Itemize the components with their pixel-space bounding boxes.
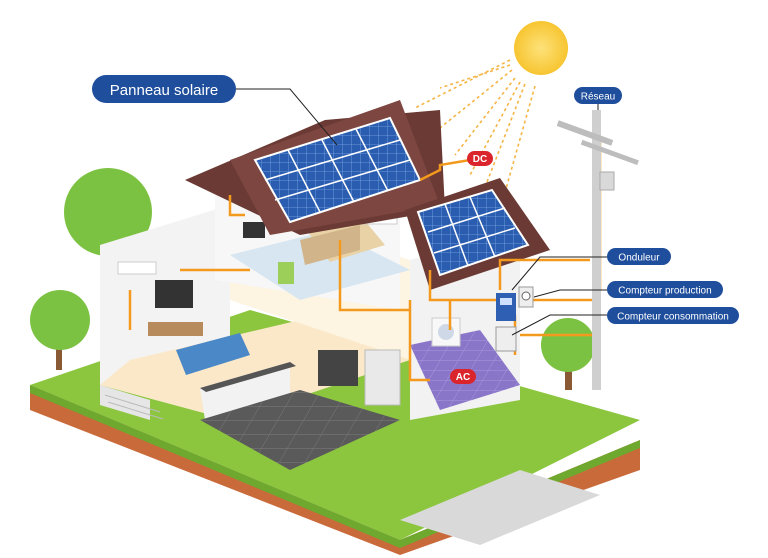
label-panneau-solaire-text: Panneau solaire <box>110 82 218 99</box>
computer <box>243 222 265 238</box>
fridge <box>364 349 401 406</box>
electric-wires <box>128 140 602 382</box>
label-compteur-production: Compteur production <box>607 281 723 298</box>
stairs <box>100 385 164 420</box>
inverter-device <box>496 293 516 321</box>
kitchen-counter <box>200 362 290 420</box>
production-meter-device <box>518 286 534 308</box>
label-compteur-consommation-text: Compteur consommation <box>617 312 729 323</box>
sun <box>514 21 568 75</box>
label-reseau: Réseau <box>574 87 622 104</box>
label-compteur-consommation: Compteur consommation <box>607 307 739 324</box>
chair <box>278 262 294 284</box>
badge-dc: DC <box>467 151 493 166</box>
tree-left-front <box>30 290 90 370</box>
badge-dc-text: DC <box>473 154 487 165</box>
sun-icon <box>514 21 568 75</box>
right-solar-panel <box>416 188 530 277</box>
label-compteur-production-text: Compteur production <box>618 286 711 297</box>
sofa <box>176 333 250 375</box>
utility-pole <box>556 110 639 390</box>
badge-ac: AC <box>450 369 476 384</box>
label-panneau-solaire: Panneau solaire <box>92 75 236 103</box>
leader-lines <box>236 88 607 336</box>
oven <box>318 350 358 386</box>
kitchen-floor <box>200 390 400 470</box>
label-onduleur-text: Onduleur <box>618 253 660 264</box>
tv-stand <box>148 322 203 336</box>
label-reseau-text: Réseau <box>581 92 615 103</box>
air-conditioner <box>117 261 157 275</box>
tv <box>155 280 193 308</box>
badge-ac-text: AC <box>456 372 470 383</box>
sun-rays <box>414 59 536 211</box>
consumption-meter-device <box>495 326 517 352</box>
label-onduleur: Onduleur <box>607 248 671 265</box>
tree-right <box>541 318 595 390</box>
